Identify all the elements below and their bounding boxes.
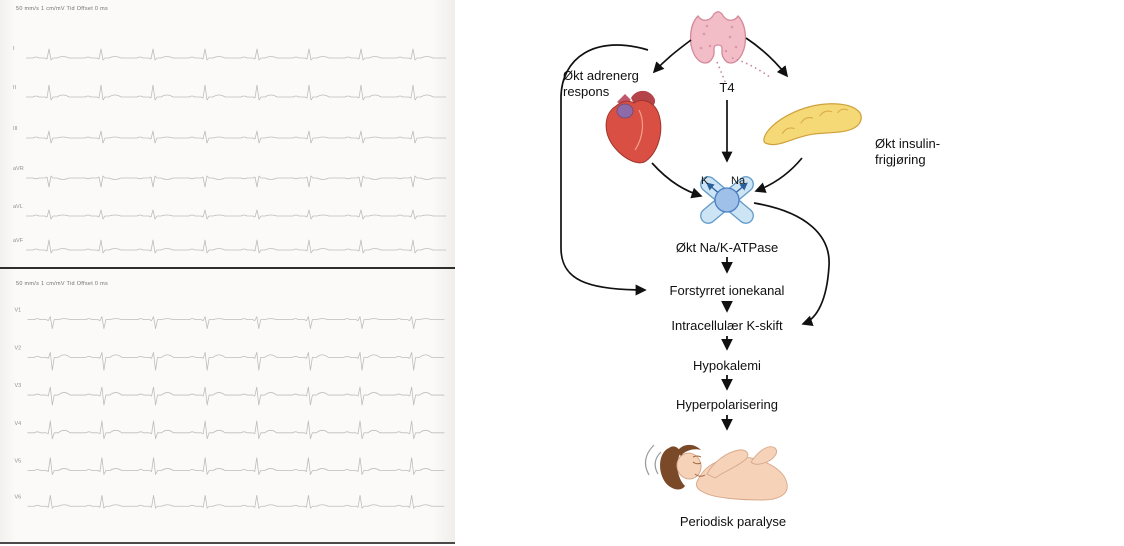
ecg-trace-aVR — [26, 175, 446, 188]
pathophysiology-diagram: Økt adrenerg respons T4 Økt insulin- fri… — [455, 0, 1124, 546]
label-t4: T4 — [719, 80, 735, 95]
lead-label-III: III — [13, 126, 18, 132]
label-na-ion: Na — [731, 175, 746, 187]
ecg-trace-II — [26, 84, 446, 101]
lead-label-V2: V2 — [15, 345, 22, 351]
ecg-header: 50 mm/s 1 cm/mV Tid Offset 0 ms — [16, 281, 109, 287]
label-periodic-paralysis: Periodisk paralyse — [679, 514, 787, 529]
flow-step-k-shift: Intracellulær K-skift — [671, 318, 783, 333]
lead-label-I: I — [13, 46, 15, 52]
arrow-heart-to-pump — [651, 162, 703, 199]
lead-label-V1: V1 — [15, 308, 22, 314]
label-adrenergic-response: Økt adrenerg respons — [563, 68, 639, 99]
lead-label-V6: V6 — [15, 494, 22, 500]
label-k-ion: K — [701, 175, 709, 187]
ion-pump-icon — [700, 176, 754, 224]
secretion-dots-right — [731, 57, 772, 79]
arrow-pancreas-to-pump — [754, 157, 803, 193]
flow-step-hypokalemia: Hypokalemi — [693, 358, 761, 373]
pancreas-icon — [763, 103, 862, 146]
lead-label-aVL: aVL — [13, 204, 23, 210]
lead-label-aVR: aVR — [13, 166, 24, 172]
ecg-trace-aVF — [26, 239, 446, 254]
thyroid-icon — [689, 11, 747, 64]
ecg-header: 50 mm/s 1 cm/mV Tid Offset 0 ms — [16, 6, 109, 12]
ecg-trace-V5 — [27, 457, 445, 475]
panel-divider — [0, 267, 455, 269]
arrow-thyroid-to-pancreas — [745, 37, 789, 78]
arrow-thyroid-to-heart — [652, 39, 692, 74]
ecg-trace-aVL — [26, 209, 446, 220]
arrow-loop-left — [560, 44, 649, 296]
lead-label-II: II — [13, 85, 17, 91]
ecg-trace-V2 — [27, 351, 445, 371]
ecg-trace-V3 — [27, 386, 445, 406]
ecg-trace-V1 — [27, 316, 445, 329]
flow-step-hyperpolarisation: Hyperpolarisering — [676, 397, 778, 412]
flow-step-ion-channel: Forstyrret ionekanal — [669, 283, 785, 298]
ecg-trace-V6 — [27, 494, 445, 509]
lead-label-V5: V5 — [15, 459, 22, 465]
arrow-loop-right — [753, 202, 830, 327]
lead-label-V4: V4 — [15, 421, 22, 427]
diagram-art — [560, 11, 862, 501]
lead-label-V3: V3 — [15, 383, 22, 389]
heart-icon — [605, 90, 662, 164]
flow-step-na-k-atpase: Økt Na/K-ATPase — [675, 240, 779, 255]
patient-icon — [644, 444, 788, 501]
ecg-trace-III — [26, 130, 446, 144]
label-insulin-release: Økt insulin- frigjøring — [875, 136, 941, 167]
lead-label-aVF: aVF — [13, 238, 24, 244]
ecg-trace-V4 — [27, 420, 445, 440]
ecg-trace-I — [26, 48, 446, 61]
